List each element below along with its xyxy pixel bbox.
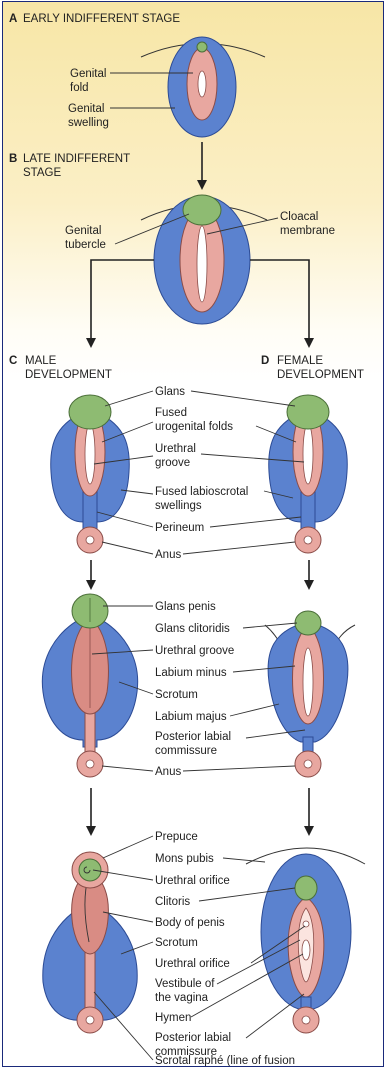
- label-mons-pubis: Mons pubis: [155, 853, 214, 865]
- leader-perineum-right: [210, 517, 301, 527]
- label-urethral-groove-1: Urethral groove: [155, 443, 199, 469]
- label-posterior-labial-commissure-1: Posterior labial commissure: [155, 731, 234, 757]
- label-labium-minus: Labium minus: [155, 667, 227, 679]
- panel-c-letter: C: [9, 355, 17, 367]
- row3-right-vaginal-opening: [302, 940, 310, 960]
- row3-right-urethral-orifice: [303, 921, 309, 927]
- label-hymen: Hymen: [155, 1012, 191, 1024]
- leader-glans-right: [191, 391, 295, 406]
- label-genital-swelling: Genital swelling: [68, 103, 109, 129]
- leader-anus1-right: [183, 542, 295, 554]
- label-body-of-penis: Body of penis: [155, 917, 225, 929]
- label-genital-tubercle: Genital tubercle: [65, 225, 106, 251]
- label-fused-labioscrotal-swellings: Fused labioscrotal swellings: [155, 486, 252, 512]
- label-scrotal-raphe: Scrotal raphé (line of fusion: [155, 1055, 295, 1067]
- leader-anus2-left: [102, 766, 153, 771]
- leader-anus1-left: [102, 542, 153, 554]
- leader-anus2-right: [183, 766, 295, 771]
- label-urethral-orifice-1: Urethral orifice: [155, 875, 230, 887]
- arrow-c1-to-c2-head: [86, 580, 96, 590]
- label-fused-urogenital-folds: Fused urogenital folds: [155, 407, 233, 433]
- panel-a-title: EARLY INDIFFERENT STAGE: [23, 13, 180, 25]
- panel-a-letter: A: [9, 13, 17, 25]
- label-perineum: Perineum: [155, 522, 204, 534]
- leader-prepuce: [103, 836, 153, 858]
- label-vestibule-of-vagina: Vestibule of the vagina: [155, 978, 218, 1004]
- arrow-c2-to-c3-head: [86, 826, 96, 836]
- row2-left-anus: [86, 760, 94, 768]
- label-glans-penis: Glans penis: [155, 601, 216, 613]
- label-cloacal-membrane: Cloacal membrane: [280, 211, 335, 237]
- panel-a-tubercle: [197, 42, 207, 52]
- row2-right-anus: [304, 760, 312, 768]
- arrow-b-to-c: [91, 260, 154, 342]
- row2-right-vestibule: [303, 648, 313, 716]
- label-urethral-groove-2: Urethral groove: [155, 645, 234, 657]
- label-glans-clitoridis: Glans clitoridis: [155, 623, 230, 635]
- panel-a-cloacal-slit: [198, 71, 206, 97]
- arrow-b-to-d: [250, 260, 309, 342]
- leader-labium-majus: [230, 704, 279, 716]
- arrow-b-to-c-head: [86, 338, 96, 348]
- leader-glans-left: [105, 391, 153, 406]
- label-clitoris: Clitoris: [155, 896, 190, 908]
- panel-d-letter: D: [261, 355, 269, 367]
- label-labium-majus: Labium majus: [155, 711, 227, 723]
- arrow-d1-to-d2-head: [304, 580, 314, 590]
- label-genital-fold: Genital fold: [70, 68, 110, 94]
- label-anus-2: Anus: [155, 766, 181, 778]
- row1-left-urethral-groove: [85, 424, 95, 484]
- panel-b-cloacal-membrane: [197, 226, 207, 302]
- panel-b-title: LATE INDIFFERENT STAGE: [23, 153, 133, 179]
- panel-b-genital-tubercle: [183, 195, 221, 225]
- panel-b-letter: B: [9, 153, 17, 165]
- row1-right-urethral-groove: [303, 424, 313, 484]
- label-scrotum-2: Scrotum: [155, 937, 198, 949]
- arrow-b-to-d-head: [304, 338, 314, 348]
- arrow-a-to-b-head: [197, 180, 207, 190]
- row2-right-glans-clitoridis: [295, 611, 321, 635]
- label-anus-1: Anus: [155, 549, 181, 561]
- panel-c-title: MALE DEVELOPMENT: [25, 355, 112, 381]
- arrow-d2-to-d3-head: [304, 826, 314, 836]
- figure-svg: A EARLY INDIFFERENT STAGE Genital fold G…: [3, 2, 384, 1067]
- panel-d-title: FEMALE DEVELOPMENT: [277, 355, 364, 381]
- label-glans: Glans: [155, 386, 185, 398]
- row1-right-glans: [287, 395, 329, 429]
- label-urethral-orifice-2: Urethral orifice: [155, 958, 230, 970]
- row3-left-anus: [86, 1016, 94, 1024]
- row1-left-anus: [86, 536, 94, 544]
- label-scrotum-1: Scrotum: [155, 689, 198, 701]
- row3-right-anus: [302, 1016, 310, 1024]
- row3-right-clitoris: [295, 876, 317, 900]
- row1-right-anus: [304, 536, 312, 544]
- leader-glans-clitoridis: [243, 623, 297, 628]
- label-prepuce: Prepuce: [155, 831, 198, 843]
- row1-left-glans: [69, 395, 111, 429]
